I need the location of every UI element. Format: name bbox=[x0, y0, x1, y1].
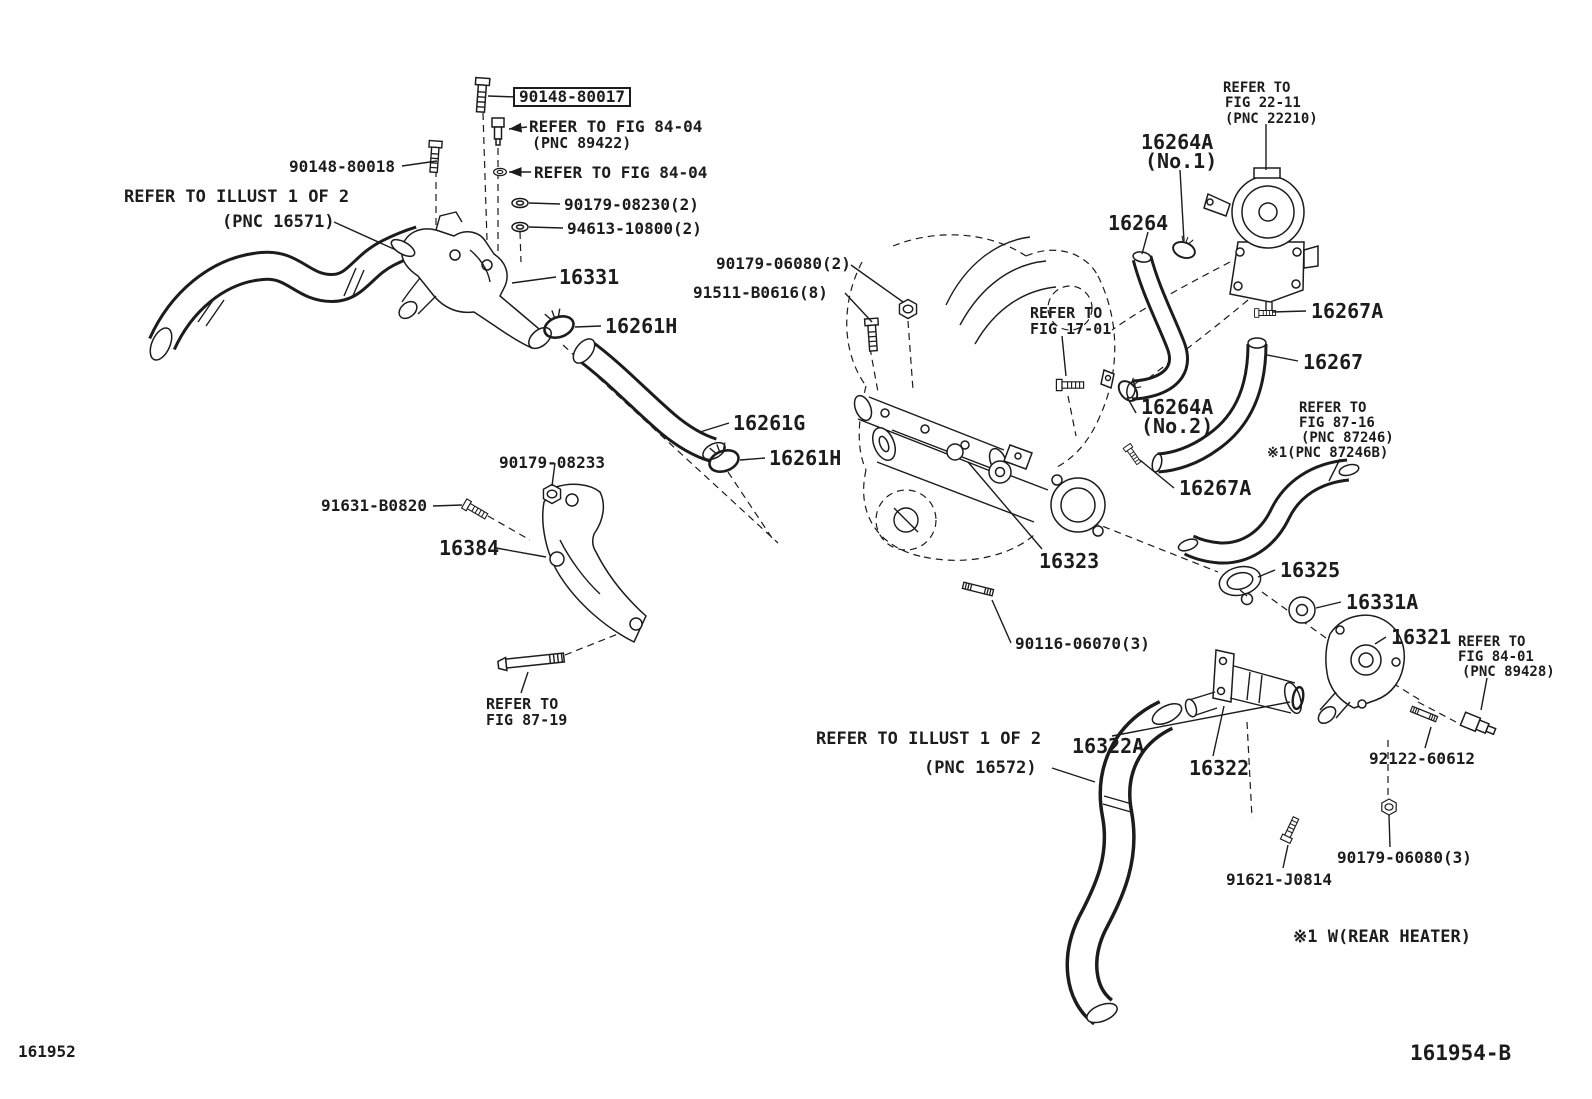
part-label-16261h: 16261H bbox=[605, 314, 678, 338]
part-label-16267a: 16267A bbox=[1311, 299, 1384, 323]
part-label-16322: 16322 bbox=[1189, 756, 1250, 780]
part-label-16384: 16384 bbox=[439, 536, 500, 560]
figure-code: 161954-B bbox=[1410, 1041, 1512, 1065]
part-label-16321: 16321 bbox=[1391, 625, 1452, 649]
part-label-refer-to-illust-1-of-2: REFER TO ILLUST 1 OF 2 bbox=[816, 729, 1042, 749]
part-label-refer-to-illust-1-of-2: REFER TO ILLUST 1 OF 2 bbox=[124, 187, 350, 207]
part-label-fig-22-11: FIG 22-11 bbox=[1225, 95, 1301, 111]
part-label-pnc-16571: (PNC 16571) bbox=[222, 212, 335, 232]
part-label-16267a: 16267A bbox=[1179, 476, 1252, 500]
part-label-16264a: 16264A bbox=[1141, 130, 1214, 154]
part-label-1-w-rear-heater: ※1 W(REAR HEATER) bbox=[1293, 927, 1472, 947]
hose-rear-heater-87246 bbox=[1177, 458, 1360, 565]
part-label-refer-to: REFER TO bbox=[1030, 304, 1103, 322]
part-label-refer-to: REFER TO bbox=[486, 695, 559, 713]
part-label-refer-to-fig-84-04: REFER TO FIG 84-04 bbox=[529, 117, 703, 136]
part-label-pnc-89422: (PNC 89422) bbox=[532, 134, 632, 152]
part-label-16322a: 16322A bbox=[1072, 734, 1145, 758]
hose-16264 bbox=[1126, 251, 1189, 401]
part-label-16261h: 16261H bbox=[769, 446, 842, 470]
clip-fig17-01-icon bbox=[1100, 368, 1115, 390]
part-label-fig-84-01: FIG 84-01 bbox=[1458, 649, 1534, 665]
part-label-90179-06080-2: 90179-06080(2) bbox=[716, 254, 851, 273]
part-label-90148-80017: 90148-80017 bbox=[513, 87, 631, 108]
part-label-16267: 16267 bbox=[1303, 350, 1364, 374]
part-label-94613-10800-2: 94613-10800(2) bbox=[567, 219, 702, 238]
cap-16331A-drawing bbox=[1288, 596, 1316, 624]
part-label-90116-06070-3: 90116-06070(3) bbox=[1015, 634, 1150, 653]
leader-lines bbox=[333, 95, 1488, 869]
thermostat-16325-drawing bbox=[1218, 565, 1262, 606]
part-label-16325: 16325 bbox=[1280, 558, 1341, 582]
part-label-refer-to: REFER TO bbox=[1458, 634, 1526, 650]
sheet-number: 161952 bbox=[18, 1042, 76, 1061]
part-label-refer-to-fig-84-04: REFER TO FIG 84-04 bbox=[534, 163, 708, 182]
part-label-fig-87-19: FIG 87-19 bbox=[486, 711, 568, 729]
bracket-16384-drawing bbox=[542, 483, 647, 644]
part-label-16264: 16264 bbox=[1108, 211, 1169, 235]
part-label-90179-08233: 90179-08233 bbox=[499, 453, 605, 472]
hardware bbox=[426, 76, 1497, 844]
part-label-16261g: 16261G bbox=[733, 411, 806, 435]
engine-runner-lines bbox=[893, 236, 1057, 533]
part-label-90148-80018: 90148-80018 bbox=[289, 157, 395, 176]
water-inlet-pipe-16323-drawing bbox=[853, 394, 1106, 537]
part-label-91511-b0616-8: 91511-B0616(8) bbox=[693, 283, 828, 302]
part-label-refer-to: REFER TO bbox=[1299, 400, 1367, 416]
part-label-no-2: (No.2) bbox=[1141, 414, 1214, 438]
part-label-fig-87-16: FIG 87-16 bbox=[1299, 415, 1375, 431]
sensor-fig84-01-icon bbox=[1459, 711, 1497, 736]
part-label-91631-b0820: 91631-B0820 bbox=[321, 496, 427, 515]
part-label-no-1: (No.1) bbox=[1145, 149, 1218, 173]
hose-16572 bbox=[1065, 700, 1183, 1026]
part-label-91621-j0814: 91621-J0814 bbox=[1226, 870, 1332, 889]
hose-16267 bbox=[1151, 337, 1268, 474]
part-label-92122-60612: 92122-60612 bbox=[1369, 749, 1475, 768]
hose-radiator-16571 bbox=[148, 225, 425, 361]
water-outlet-16331-drawing bbox=[390, 211, 552, 350]
part-label-refer-to: REFER TO bbox=[1223, 80, 1291, 96]
throttle-body-drawing bbox=[1203, 167, 1319, 314]
part-label-fig-17-01: FIG 17-01 bbox=[1030, 320, 1112, 338]
part-label-16264a: 16264A bbox=[1141, 395, 1214, 419]
part-label-90179-08230-2: 90179-08230(2) bbox=[564, 195, 699, 214]
part-label-1-pnc-87246b: ※1(PNC 87246B) bbox=[1267, 445, 1389, 461]
part-label-pnc-89428: (PNC 89428) bbox=[1462, 664, 1555, 680]
part-label-90179-06080-3: 90179-06080(3) bbox=[1337, 848, 1472, 867]
part-label-pnc-16572: (PNC 16572) bbox=[924, 758, 1037, 778]
part-label-16331a: 16331A bbox=[1346, 590, 1419, 614]
part-label-pnc-87246: (PNC 87246) bbox=[1301, 430, 1394, 446]
part-label-16331: 16331 bbox=[559, 265, 620, 289]
part-label-16323: 16323 bbox=[1039, 549, 1100, 573]
hose-16261G bbox=[572, 338, 726, 463]
part-label-pnc-22210: (PNC 22210) bbox=[1225, 111, 1318, 127]
